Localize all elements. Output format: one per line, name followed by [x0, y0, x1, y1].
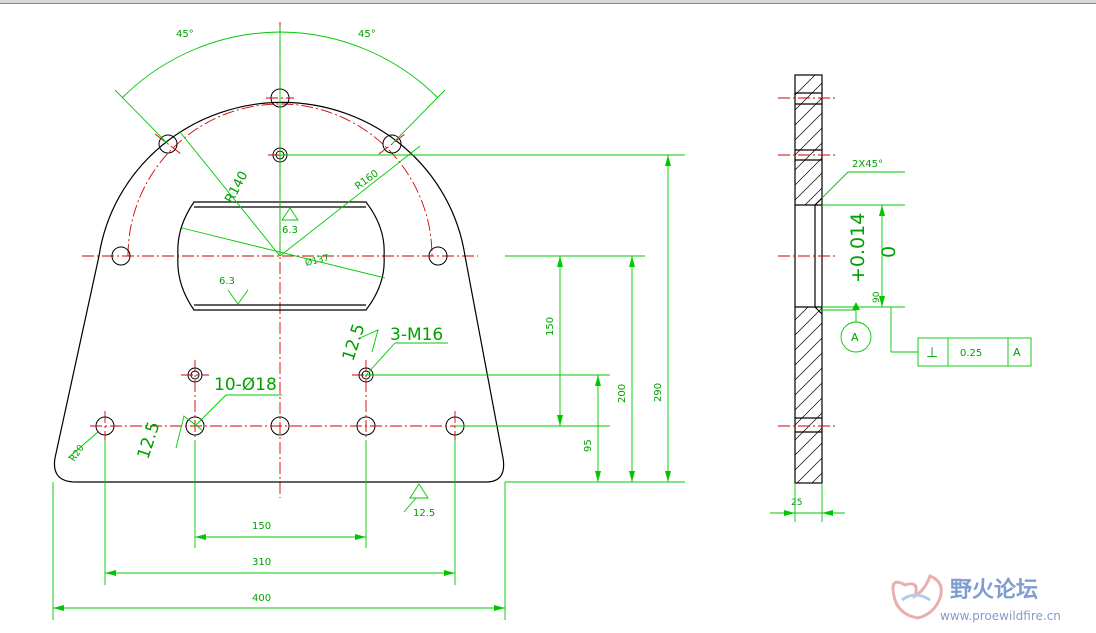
- roughness-symbols: 6.3 6.3 12.5: [219, 207, 435, 519]
- vertical-dimensions: 150 95 200 290: [280, 154, 685, 483]
- thread-callout: 3-M16 12.5: [339, 321, 448, 376]
- watermark-title: 野火论坛: [950, 577, 1038, 603]
- bolt-circle-arc: [127, 103, 433, 257]
- dim-95: 95: [583, 439, 594, 452]
- gdt-symbol: ⊥: [926, 345, 938, 361]
- watermark-url: www.proewildfire.cn: [940, 609, 1061, 623]
- dim-310: 310: [252, 557, 271, 568]
- horizontal-dimensions: 150 310 400: [52, 440, 506, 620]
- gdt-frame: ⊥ 0.25 A: [822, 306, 1032, 367]
- datum-a-label: A: [851, 331, 859, 344]
- hole-callout-label: 10-Ø18: [214, 375, 277, 395]
- dim-150-horizontal: 150: [252, 521, 271, 532]
- dim-400: 400: [252, 593, 271, 604]
- section-hatch-bottom: [795, 307, 822, 483]
- diameter-label: Ø137: [304, 252, 330, 269]
- angle-label-left: 45°: [176, 29, 194, 40]
- dim-150-vertical: 150: [545, 317, 556, 336]
- bore-dim-90: 90: [872, 291, 882, 303]
- bottom-holes: [90, 360, 470, 441]
- thread-holes: [181, 367, 380, 383]
- roughness-left-label: 6.3: [219, 276, 235, 287]
- flame-logo-icon: [891, 574, 943, 620]
- roughness-hole-right-label: 12.5: [339, 321, 370, 363]
- datum-a: A: [822, 302, 872, 353]
- hole-right: [428, 246, 448, 266]
- gdt-datum: A: [1013, 346, 1021, 359]
- hole-upper-right: [382, 134, 402, 154]
- angle-label-right: 45°: [358, 29, 376, 40]
- thread-callout-label: 3-M16: [390, 325, 443, 345]
- section-hatch-top: [795, 75, 822, 205]
- tolerance-upper: +0.014: [847, 213, 869, 283]
- hole-upper-left: [158, 134, 178, 154]
- dim-200: 200: [617, 384, 628, 403]
- forum-watermark: 野火论坛 www.proewildfire.cn: [891, 574, 1061, 623]
- angle-dimensions: 45° 45°: [114, 26, 446, 256]
- thickness-dim-25: 25: [791, 498, 802, 508]
- side-view: 2X45° 90 +0.014 0 A ⊥ 0.25 A: [770, 74, 1032, 522]
- chamfer-label: 2X45°: [852, 159, 883, 170]
- fillet-r20-label: R20: [68, 443, 87, 463]
- gdt-value: 0.25: [960, 348, 982, 359]
- tolerance-lower: 0: [878, 246, 900, 258]
- front-view: 45° 45° R140 R160 Ø137 6.3 6.3 12.5: [52, 22, 685, 620]
- arc-holes: [111, 88, 448, 266]
- roughness-bottom-label: 12.5: [413, 508, 435, 519]
- hole-callout: 10-Ø18 12.5: [134, 375, 282, 462]
- window-top-edge: [0, 0, 1096, 4]
- hole-left: [111, 246, 131, 266]
- dim-290: 290: [653, 383, 664, 402]
- radius-r140-label: R140: [222, 169, 251, 206]
- roughness-top-label: 6.3: [282, 225, 298, 236]
